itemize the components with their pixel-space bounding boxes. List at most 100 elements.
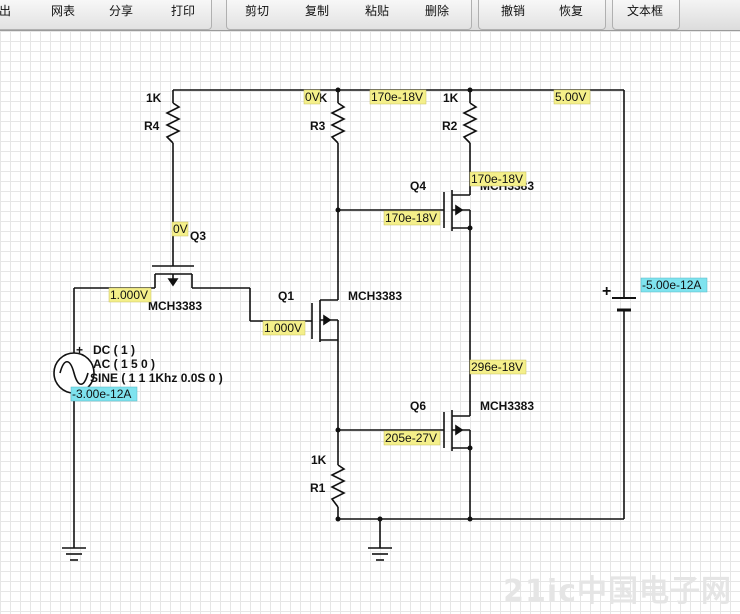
source-sine: SINE ( 1 1 1Khz 0.0S 0 ) <box>90 371 223 385</box>
probe-battery-current-value: -5.00e-12A <box>642 278 701 292</box>
watermark: 21ic中国电子网 <box>503 574 732 609</box>
undo-button[interactable]: 撤销 <box>487 0 539 25</box>
print-button[interactable]: 打印 <box>157 0 209 25</box>
r2-value: 1K <box>443 91 459 105</box>
cut-label: 剪切 <box>244 4 269 18</box>
probe-q1-gate[interactable]: 1.000V <box>262 320 306 336</box>
r4-value: 1K <box>146 91 162 105</box>
probe-q6-drain[interactable]: 296e-18V <box>469 359 527 375</box>
r3-name: R3 <box>310 119 326 133</box>
r2-name: R2 <box>442 119 458 133</box>
source-ac: AC ( 1 5 0 ) <box>93 357 155 371</box>
mosfet-q6[interactable] <box>443 410 471 451</box>
probe-top-left-value: 0V <box>305 90 320 104</box>
copy-button[interactable]: 复制 <box>291 0 343 25</box>
q4-arrow-icon <box>455 204 464 216</box>
toolbar-group-edit: 剪切 复制 粘贴 删除 <box>226 0 472 30</box>
mosfet-q3[interactable] <box>152 265 194 288</box>
paste-button[interactable]: 粘贴 <box>351 0 403 25</box>
cut-button[interactable]: 剪切 <box>231 0 283 25</box>
q6-model: MCH3383 <box>480 399 534 413</box>
probe-q3-gate[interactable]: 1.000V <box>108 287 152 303</box>
q3-name: Q3 <box>190 229 206 243</box>
r1-name: R1 <box>310 481 326 495</box>
resistor-r3-icon[interactable] <box>330 102 346 144</box>
probe-source-current-value: -3.00e-12A <box>72 387 131 401</box>
junction-dot <box>335 207 341 213</box>
q3-arrow-icon <box>167 278 179 287</box>
probe-labels: 0V 170e-18V 5.00V 0V 1.000V 1.000V 170e-… <box>70 89 708 446</box>
resistor-r1-icon[interactable] <box>330 464 346 508</box>
q6-arrow-icon <box>455 424 464 436</box>
source-plus: + <box>76 343 83 357</box>
junction-dot <box>335 516 341 522</box>
probe-q6-gate-value: 205e-27V <box>385 431 437 445</box>
resistor-r2-icon[interactable] <box>462 102 478 144</box>
undo-label: 撤销 <box>500 4 525 18</box>
junction-dot <box>335 87 341 93</box>
q1-name: Q1 <box>278 289 294 303</box>
export-button[interactable]: 出 <box>0 0 19 25</box>
probe-source-current[interactable]: -3.00e-12A <box>70 386 138 402</box>
q1-model: MCH3383 <box>348 289 402 303</box>
component-labels: 1K R4 1K R3 1K R2 1K R1 Q3 MCH3383 Q1 MC… <box>76 91 611 495</box>
q4-name: Q4 <box>410 179 426 193</box>
probe-battery-current[interactable]: -5.00e-12A <box>640 277 708 293</box>
sine-wave-icon <box>59 360 89 386</box>
junction-dot <box>335 427 341 433</box>
toolbar-group-history: 撤销 恢复 <box>478 0 606 30</box>
resistor-r4-icon[interactable] <box>165 102 181 144</box>
probe-top-right[interactable]: 5.00V <box>553 89 591 105</box>
probe-q4-gate-value: 170e-18V <box>385 211 437 225</box>
junction-dot <box>467 516 473 522</box>
probe-q3-gate-value: 1.000V <box>110 288 148 302</box>
print-label: 打印 <box>170 4 195 18</box>
resistors <box>165 102 478 508</box>
probe-q3-source-value: 0V <box>173 222 188 236</box>
delete-button[interactable]: 删除 <box>411 0 463 25</box>
netlist-button[interactable]: 网表 <box>37 0 89 25</box>
wires <box>73 89 625 548</box>
probe-q6-drain-value: 296e-18V <box>471 360 523 374</box>
probe-q4-gate[interactable]: 170e-18V <box>383 210 441 226</box>
junction-dot <box>377 516 383 522</box>
textbox-label: 文本框 <box>626 4 663 18</box>
export-label: 出 <box>0 4 11 18</box>
q1-arrow-icon <box>323 314 332 326</box>
probe-q4-node-value: 170e-18V <box>471 172 523 186</box>
probe-top-r3[interactable]: 170e-18V <box>369 89 427 105</box>
probe-q4-node[interactable]: 170e-18V <box>469 171 527 187</box>
schematic-canvas[interactable] <box>0 31 740 614</box>
q6-name: Q6 <box>410 399 426 413</box>
share-label: 分享 <box>108 4 133 18</box>
ground-left-icon <box>62 547 86 561</box>
probe-q3-source[interactable]: 0V <box>171 221 189 237</box>
probe-top-right-value: 5.00V <box>555 90 586 104</box>
ac-source-icon[interactable] <box>53 352 95 394</box>
textbox-button[interactable]: 文本框 <box>619 0 671 25</box>
delete-label: 删除 <box>424 4 449 18</box>
mosfet-q4[interactable] <box>443 190 471 231</box>
r1-value: 1K <box>311 453 327 467</box>
grounds <box>62 547 392 561</box>
toolbar: 出 网表 分享 打印 剪切 复制 粘贴 删除 撤销 恢复 文本框 <box>0 0 740 31</box>
probe-top-left[interactable]: 0V <box>303 89 321 105</box>
mosfet-q1[interactable] <box>311 299 339 342</box>
battery-icon[interactable] <box>612 297 636 312</box>
toolbar-group-file: 出 网表 分享 打印 <box>0 0 212 30</box>
probe-q6-gate[interactable]: 205e-27V <box>383 430 441 446</box>
netlist-label: 网表 <box>50 4 75 18</box>
junction-dot <box>467 87 473 93</box>
redo-label: 恢复 <box>558 4 583 18</box>
redo-button[interactable]: 恢复 <box>545 0 597 25</box>
paste-label: 粘贴 <box>364 4 389 18</box>
source-dc: DC ( 1 ) <box>93 343 135 357</box>
battery-plus: + <box>602 283 611 300</box>
share-button[interactable]: 分享 <box>95 0 147 25</box>
probe-top-r3-value: 170e-18V <box>371 90 423 104</box>
r4-name: R4 <box>144 119 160 133</box>
probe-q1-gate-value: 1.000V <box>264 321 302 335</box>
toolbar-group-text: 文本框 <box>612 0 680 30</box>
copy-label: 复制 <box>304 4 329 18</box>
